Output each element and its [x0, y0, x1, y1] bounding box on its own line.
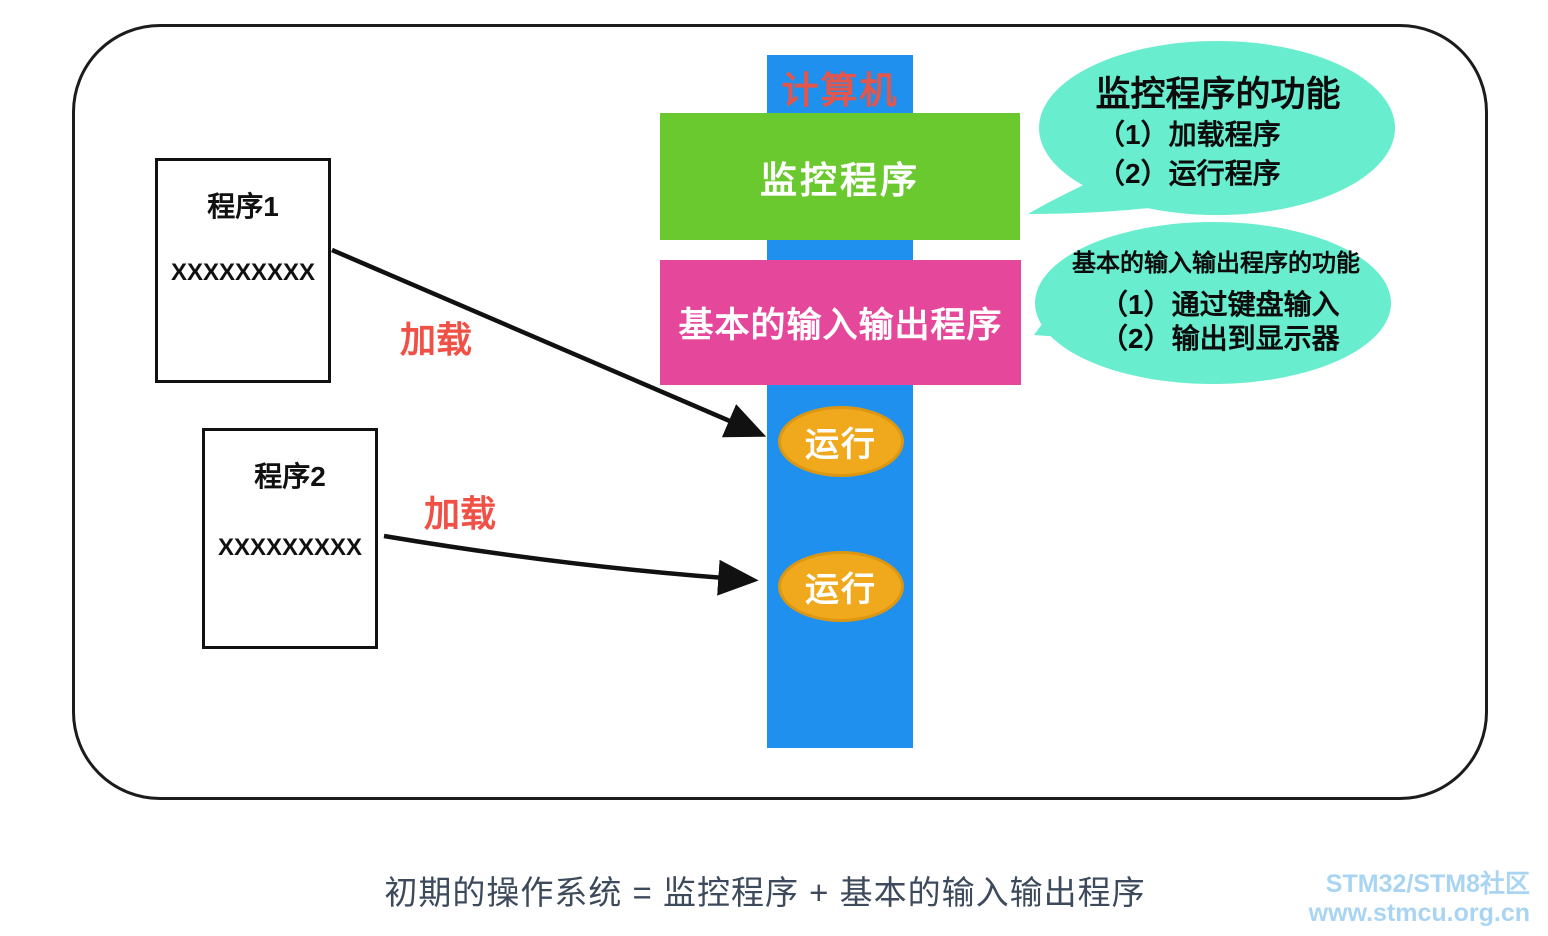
program-2-content: XXXXXXXXX [217, 534, 363, 561]
watermark: STM32/STM8社区 www.stmcu.org.cn [1309, 870, 1530, 928]
load-label-2: 加载 [424, 493, 497, 534]
computer-label: 计算机 [781, 70, 899, 111]
monitor-program-box: 监控程序 [660, 113, 1020, 240]
load-label-1: 加载 [400, 319, 473, 360]
run-label-1: 运行 [805, 426, 877, 464]
outer-rounded-frame [72, 24, 1488, 800]
bubble-1-item-2: （2）运行程序 [1097, 158, 1281, 189]
program-2-title: 程序2 [254, 461, 326, 492]
program-1-title: 程序1 [207, 191, 279, 222]
bubble-2-title: 基本的输入输出程序的功能 [1072, 250, 1360, 277]
run-label-2: 运行 [805, 571, 877, 609]
watermark-line-1: STM32/STM8社区 [1325, 870, 1530, 898]
bubble-1-item-1: （1）加载程序 [1097, 119, 1281, 150]
bios-program-label: 基本的输入输出程序 [678, 306, 1003, 345]
bubble-1-title: 监控程序的功能 [1095, 75, 1341, 114]
watermark-line-2: www.stmcu.org.cn [1308, 899, 1530, 927]
run-oval-2: 运行 [778, 551, 904, 622]
monitor-program-label: 监控程序 [760, 159, 920, 201]
run-oval-1: 运行 [778, 406, 904, 477]
bubble-2-item-2: （2）输出到显示器 [1100, 323, 1340, 354]
program-1-card: 程序1 XXXXXXXXX [155, 158, 331, 383]
bios-program-box: 基本的输入输出程序 [660, 260, 1021, 385]
program-1-content: XXXXXXXXX [170, 259, 316, 286]
program-2-card: 程序2 XXXXXXXXX [202, 428, 378, 649]
bottom-caption: 初期的操作系统 = 监控程序 + 基本的输入输出程序 [384, 874, 1146, 911]
